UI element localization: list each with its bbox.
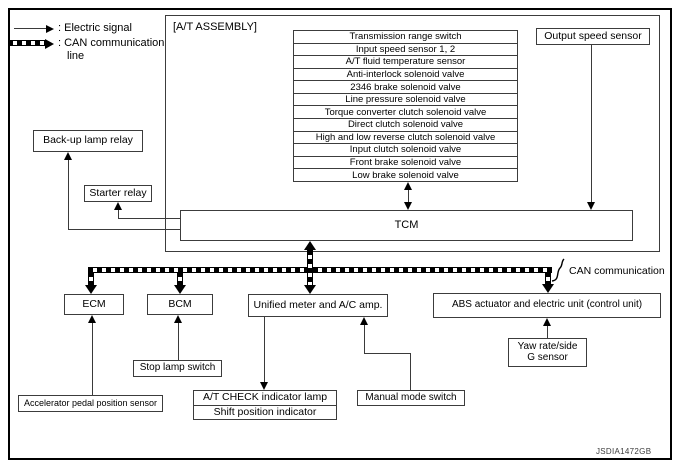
manual-mode-line	[364, 353, 411, 354]
component-row: Anti-interlock solenoid valve	[294, 67, 517, 81]
at-assembly-box	[165, 15, 660, 252]
bcm-box: BCM	[147, 294, 213, 315]
starter-relay-box: Starter relay	[84, 185, 152, 202]
figure-id: JSDIA1472GB	[596, 447, 652, 456]
manual-mode-switch-label: Manual mode switch	[365, 391, 457, 403]
ecm-box: ECM	[64, 294, 124, 315]
legend-electric-line	[14, 28, 48, 29]
arrow-down-icon	[174, 285, 186, 294]
arrow-up-icon	[88, 315, 96, 323]
legend-electric-label: : Electric signal	[58, 22, 132, 34]
arrow-up-icon	[174, 315, 182, 323]
tcm-solenoid-line	[408, 190, 409, 202]
at-check-indicator-label: A/T CHECK indicator lamp	[202, 391, 328, 404]
yaw-rate-sensor-label-line2: G sensor	[527, 351, 568, 363]
manual-mode-line	[364, 325, 365, 353]
can-communication-label: CAN communication	[569, 265, 665, 277]
component-row: 2346 brake solenoid valve	[294, 80, 517, 93]
figure-border	[8, 8, 672, 460]
output-speed-sensor-label: Output speed sensor	[544, 29, 642, 42]
arrow-up-icon	[114, 202, 122, 210]
yaw-rate-sensor-box: Yaw rate/side G sensor	[508, 338, 587, 367]
starter-relay-label: Starter relay	[89, 186, 147, 199]
arrow-down-icon	[260, 382, 268, 390]
component-row: Low brake solenoid valve	[294, 168, 517, 181]
starter-relay-line	[118, 218, 180, 219]
stop-lamp-switch-label: Stop lamp switch	[139, 362, 216, 374]
bcm-label: BCM	[168, 297, 192, 310]
component-row: A/T fluid temperature sensor	[294, 55, 517, 68]
starter-relay-line	[118, 210, 119, 218]
at-check-line	[264, 317, 265, 382]
can-branch-bcm	[177, 272, 183, 285]
abs-actuator-box: ABS actuator and electric unit (control …	[433, 293, 661, 318]
legend-can-label: : CAN communication	[58, 37, 165, 49]
arrow-down-icon	[587, 202, 595, 210]
component-row: Torque converter clutch solenoid valve	[294, 105, 517, 118]
component-row: Transmission range switch	[349, 31, 462, 43]
shift-position-indicator-label: Shift position indicator	[194, 404, 336, 420]
arrow-up-icon	[404, 182, 412, 190]
backup-lamp-relay-box: Back-up lamp relay	[33, 130, 143, 152]
arrow-up-icon	[304, 241, 316, 250]
component-row: High and low reverse clutch solenoid val…	[294, 130, 517, 144]
arrow-right-icon	[46, 25, 54, 33]
tcm-label: TCM	[394, 218, 419, 231]
component-row: Front brake solenoid valve	[294, 155, 517, 169]
at-check-indicator-box: A/T CHECK indicator lamp Shift position …	[193, 390, 337, 420]
manual-mode-line	[410, 353, 411, 390]
component-row: Direct clutch solenoid valve	[294, 118, 517, 131]
can-branch-tcm	[307, 250, 313, 285]
output-speed-sensor-line	[591, 45, 592, 202]
can-branch-abs	[545, 272, 551, 284]
component-list: Transmission range switch Input speed se…	[293, 30, 518, 182]
arrow-right-icon	[45, 39, 54, 49]
arrow-down-icon	[404, 202, 412, 210]
arrow-up-icon	[64, 152, 72, 160]
component-row: Input speed sensor 1, 2	[294, 42, 517, 56]
accelerator-sensor-box: Accelerator pedal position sensor	[18, 395, 163, 412]
stop-lamp-switch-box: Stop lamp switch	[133, 360, 222, 377]
output-speed-sensor-box: Output speed sensor	[536, 28, 650, 45]
backup-lamp-relay-label: Back-up lamp relay	[43, 134, 133, 147]
legend-can-label-line2: line	[67, 50, 85, 62]
accelerator-sensor-label: Accelerator pedal position sensor	[23, 397, 158, 408]
arrow-down-icon	[304, 285, 316, 294]
component-row: Input clutch solenoid valve	[294, 143, 517, 156]
arrow-up-icon	[543, 318, 551, 326]
backup-lamp-relay-line	[68, 160, 69, 229]
ecm-label: ECM	[82, 297, 106, 310]
brace-icon	[551, 258, 565, 282]
tcm-box: TCM	[180, 210, 633, 241]
arrow-down-icon	[542, 284, 554, 293]
component-row: Line pressure solenoid valve	[294, 92, 517, 106]
unified-meter-label: Unified meter and A/C amp.	[253, 298, 383, 311]
arrow-up-icon	[360, 317, 368, 325]
can-branch-ecm	[88, 272, 94, 285]
stop-lamp-switch-line	[178, 323, 179, 360]
yaw-rate-line	[547, 326, 548, 338]
can-bus-line	[88, 267, 552, 273]
accelerator-sensor-line	[92, 323, 93, 395]
backup-lamp-relay-line	[68, 229, 180, 230]
at-assembly-label: [A/T ASSEMBLY]	[173, 21, 257, 33]
yaw-rate-sensor-label-line1: Yaw rate/side	[517, 341, 578, 352]
arrow-down-icon	[85, 285, 97, 294]
unified-meter-box: Unified meter and A/C amp.	[248, 294, 388, 317]
abs-actuator-label: ABS actuator and electric unit (control …	[451, 299, 643, 311]
legend-can-line	[8, 40, 46, 46]
manual-mode-switch-box: Manual mode switch	[357, 390, 465, 406]
